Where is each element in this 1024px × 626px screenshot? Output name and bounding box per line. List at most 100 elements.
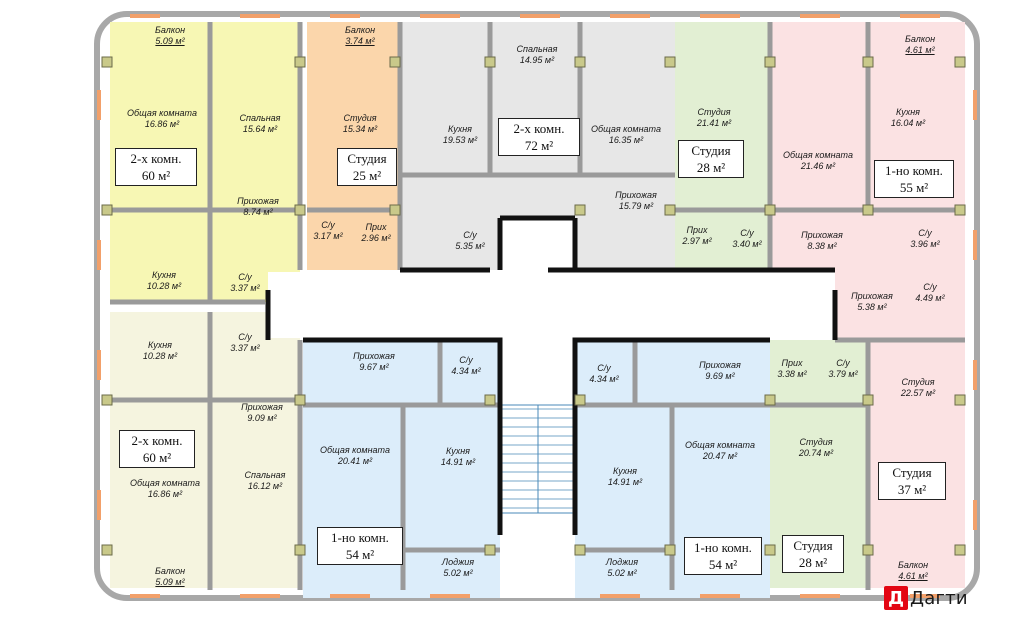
column-mark — [574, 394, 586, 406]
room-name: Общая комната — [591, 124, 661, 134]
column-mark — [294, 544, 306, 556]
room-area: 15.34 — [343, 124, 377, 135]
room-area: 21.46 — [783, 161, 853, 172]
room-area: 3.74 — [345, 36, 375, 47]
window-mark — [800, 14, 840, 18]
apartment-type: 1-но комн. — [885, 163, 943, 178]
room-name: Студия — [901, 377, 935, 387]
room-area: 20.74 — [799, 448, 833, 459]
column-mark — [862, 56, 874, 68]
column-mark — [574, 204, 586, 216]
window-mark — [700, 14, 740, 18]
room-name: Прихожая — [615, 190, 657, 200]
room-area: 16.35 — [591, 135, 661, 146]
room-name: Лоджия — [605, 557, 639, 567]
room-name: Прихожая — [237, 196, 279, 206]
apartment-label: 2-х комн.60 м² — [119, 430, 195, 468]
window-mark — [420, 14, 460, 18]
window-mark — [97, 240, 101, 270]
room-area: 4.61 — [898, 571, 928, 582]
apartment-type: 2-х комн. — [131, 433, 183, 448]
window-mark — [973, 360, 977, 390]
room-name: Кухня — [446, 446, 470, 456]
apartment-size: 54 м² — [345, 547, 375, 562]
apartment-size: 72 м² — [524, 138, 554, 153]
room-area: 14.91 — [608, 477, 642, 488]
room-name: Прих — [686, 225, 708, 235]
room-area: 5.02 — [606, 568, 638, 579]
window-mark — [240, 594, 280, 598]
column-mark — [764, 56, 776, 68]
bw-stair-top — [497, 215, 578, 270]
room-area: 8.38 — [801, 241, 843, 252]
room-name: Кухня — [152, 270, 176, 280]
logo-mark: Д — [884, 586, 908, 610]
column-mark — [862, 544, 874, 556]
stair-steps — [502, 408, 574, 509]
room-name: Общая комната — [685, 440, 755, 450]
room-area: 10.28 — [147, 281, 181, 292]
column-mark — [664, 204, 676, 216]
column-mark — [764, 544, 776, 556]
bw-bottom-right — [572, 337, 770, 535]
room-name: Общая комната — [130, 478, 200, 488]
apartment-type: 2-х комн. — [130, 151, 182, 166]
column-mark — [101, 394, 113, 406]
apartment-label: 1-но комн. 55 м² — [874, 160, 954, 198]
room-name: Спальная — [244, 470, 286, 480]
room-area: 20.41 — [320, 456, 390, 467]
room-area: 16.12 — [245, 481, 286, 492]
room-area: 15.79 — [615, 201, 657, 212]
room-name: Прихожая — [241, 402, 283, 412]
room-area: 14.91 — [441, 457, 475, 468]
room-name: Прихожая — [353, 351, 395, 361]
room-area: 9.09 — [241, 413, 283, 424]
apartment-label: 1-но комн.54 м² — [317, 527, 403, 565]
window-mark — [800, 594, 840, 598]
zone-apt-2 — [307, 22, 400, 270]
windows — [97, 14, 977, 598]
window-mark — [520, 14, 560, 18]
room-area: 8.74 — [237, 207, 279, 218]
column-mark — [954, 56, 966, 68]
apartment-size: 55 м² — [899, 180, 929, 195]
column-mark — [389, 204, 401, 216]
room-area: 3.40 — [732, 239, 761, 250]
column-mark — [664, 56, 676, 68]
column-mark — [101, 56, 113, 68]
room-area: 4.61 — [905, 45, 935, 56]
room-name: Студия — [799, 437, 833, 447]
room-area: 5.09 — [155, 577, 185, 588]
column-mark — [389, 56, 401, 68]
room-name: Прихожая — [699, 360, 741, 370]
room-name: Прих — [781, 358, 803, 368]
room-name: С/у — [836, 358, 850, 368]
room-name: С/у — [597, 363, 611, 373]
room-name: Кухня — [148, 340, 172, 350]
room-name: Общая комната — [783, 150, 853, 160]
room-name: Кухня — [896, 107, 920, 117]
apartment-type: 1-но комн. — [694, 540, 752, 555]
room-area: 10.28 — [143, 351, 177, 362]
column-mark — [862, 394, 874, 406]
room-name: Спальная — [516, 44, 558, 54]
